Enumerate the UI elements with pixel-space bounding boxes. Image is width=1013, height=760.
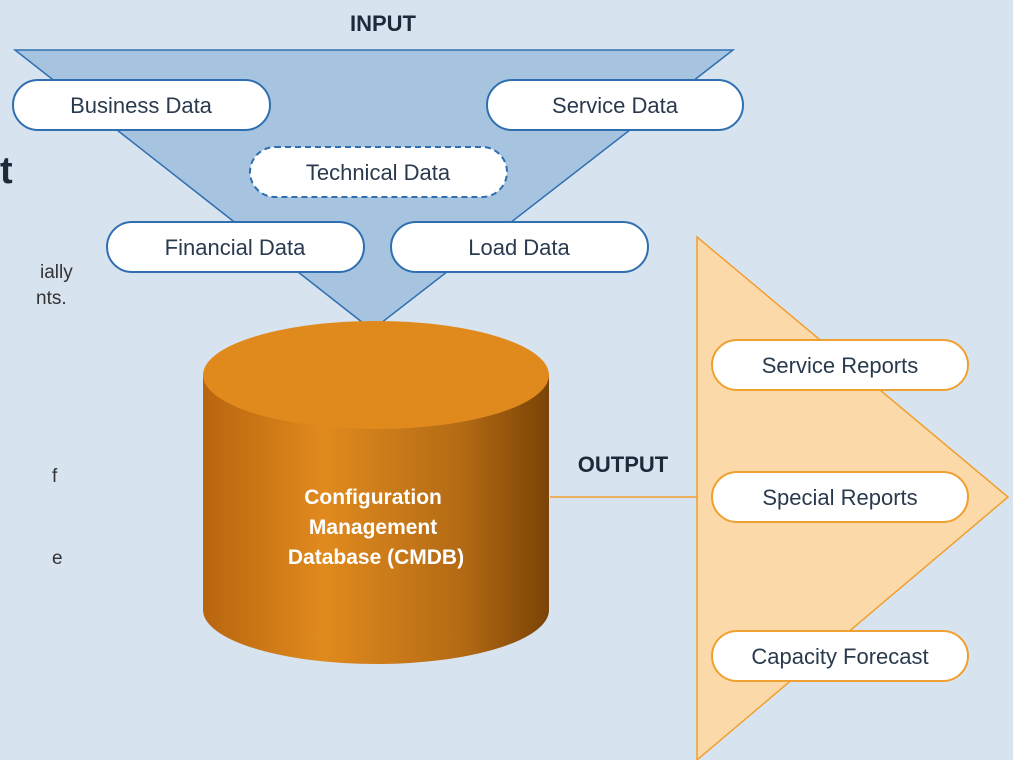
output-pill-service-reports: Service Reports (711, 339, 969, 391)
input-title: INPUT (350, 11, 417, 36)
cropped-text-line: e (52, 548, 63, 569)
input-label: Business Data (70, 93, 213, 118)
cmdb-cylinder (203, 321, 549, 664)
input-pill-financial-data: Financial Data (106, 221, 365, 273)
output-pill-special-reports: Special Reports (711, 471, 969, 523)
cropped-text-line: nts. (36, 288, 67, 309)
cmdb-label-line: Database (CMDB) (288, 546, 464, 569)
input-label: Service Data (552, 93, 679, 118)
output-pill-capacity-forecast: Capacity Forecast (711, 630, 969, 682)
output-label: Service Reports (762, 353, 919, 378)
cmdb-label-line: Management (309, 516, 437, 539)
svg-text:Configuration Management: Configuration Management Database (CMDB) (288, 486, 464, 569)
input-pill-service-data: Service Data (486, 79, 744, 131)
cropped-heading-fragment: t (0, 150, 13, 192)
input-label: Load Data (468, 235, 570, 260)
output-title: OUTPUT (578, 452, 669, 477)
input-pill-technical-data: Technical Data (249, 146, 508, 198)
input-pill-business-data: Business Data (12, 79, 271, 131)
cropped-text-line: ially (40, 262, 73, 283)
output-label: Special Reports (762, 485, 917, 510)
input-label: Technical Data (306, 160, 451, 185)
cropped-text-line: f (52, 466, 58, 487)
cmdb-label-line: Configuration (304, 486, 442, 509)
output-label: Capacity Forecast (751, 644, 928, 669)
input-pill-load-data: Load Data (390, 221, 649, 273)
input-label: Financial Data (165, 235, 306, 260)
